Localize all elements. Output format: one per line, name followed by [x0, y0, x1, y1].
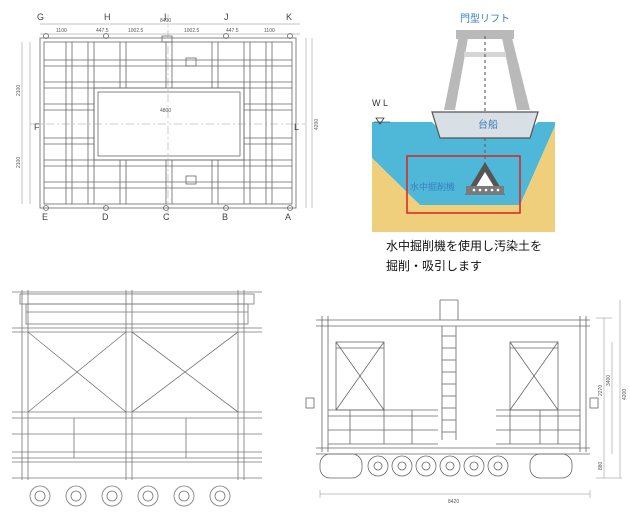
- dim-top-part-4: 1002.5: [184, 28, 200, 34]
- plan-view: [21, 14, 313, 220]
- lift-title: 門型リフト: [460, 12, 510, 25]
- axis-top-2: H: [104, 12, 111, 22]
- dim-top-part-2: 447.5: [96, 28, 109, 34]
- dim-top-part-3: 1002.5: [128, 28, 144, 34]
- dim-right: 4200: [314, 119, 320, 130]
- water-level-label: W L: [372, 98, 388, 108]
- section-caption: 水中掘削機を使用し汚染土を 掘削・吸引します: [386, 236, 626, 276]
- axis-bottom-1: E: [42, 212, 48, 222]
- dim-bottom: 8420: [448, 499, 459, 505]
- axis-bottom-2: D: [102, 212, 109, 222]
- axis-left: F: [34, 122, 40, 132]
- dim-left-1: 2100: [16, 85, 22, 96]
- plan-dimensions: 8400 1100 447.5 1002.5 1002.5 447.5 1100…: [16, 18, 320, 168]
- dim-inner: 4800: [160, 108, 171, 114]
- plan-axis-labels: G H I J K E D C B A F L: [34, 12, 299, 222]
- dim-left-2: 2100: [16, 157, 22, 168]
- dim-right-part-3: 880: [598, 461, 604, 470]
- excavator-highlight: [406, 155, 521, 214]
- excavator-label: 水中掘削機: [410, 181, 455, 193]
- water-level-icon: [375, 117, 385, 125]
- section-diagram: [372, 30, 555, 232]
- dim-top-part-1: 1100: [56, 28, 67, 34]
- dim-top-part-6: 1100: [264, 28, 275, 34]
- front-elevation: [12, 290, 262, 507]
- dim-right-total: 4200: [622, 389, 628, 400]
- dim-right-part-1: 2270: [598, 385, 604, 396]
- section-labels: 門型リフト W L 台船 水中掘削機: [372, 12, 510, 193]
- caption-line-2: 掘削・吸引します: [386, 259, 483, 273]
- side-dimensions: 8420 4200 2270 3400 880: [448, 375, 628, 505]
- axis-bottom-5: A: [285, 212, 291, 222]
- axis-right: L: [294, 122, 299, 132]
- axis-top-3: I: [164, 12, 167, 22]
- caption-line-1: 水中掘削機を使用し汚染土を: [386, 239, 543, 253]
- side-elevation: [305, 299, 622, 498]
- barge-label: 台船: [478, 118, 498, 131]
- dim-top-total: 8400: [160, 18, 171, 24]
- axis-bottom-3: C: [163, 212, 170, 222]
- axis-bottom-4: B: [222, 212, 228, 222]
- axis-top-1: G: [37, 12, 44, 22]
- axis-top-5: K: [286, 12, 292, 22]
- dim-top-part-5: 447.5: [226, 28, 239, 34]
- axis-top-4: J: [224, 12, 229, 22]
- dim-right-part-2: 3400: [606, 375, 612, 386]
